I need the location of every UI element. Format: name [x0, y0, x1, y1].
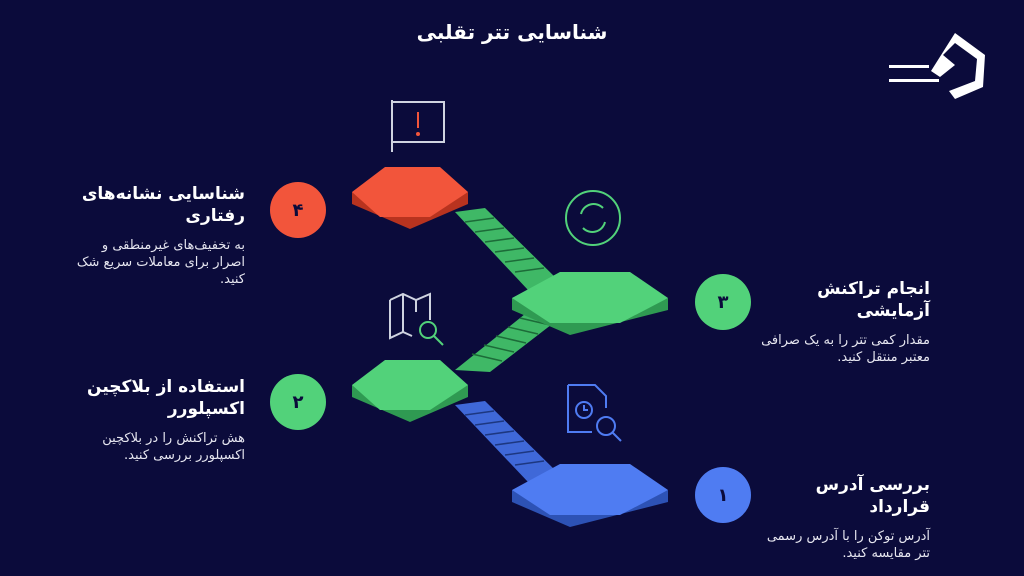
step-3-desc: مقدار کمی تتر را به یک صرافی معتبر منتقل…	[761, 333, 930, 365]
step-1-title: بررسی آدرس قرارداد	[815, 475, 930, 517]
platform-4	[352, 167, 468, 229]
step-2-text: استفاده از بلاکچین اکسپلورر هش تراکنش را…	[70, 376, 245, 464]
platform-2	[352, 360, 468, 422]
step-2-number: ۲	[270, 374, 326, 430]
map-search-icon	[389, 292, 444, 346]
page-title: شناسایی تتر تقلبی	[416, 20, 608, 44]
circular-arrows-icon	[565, 190, 621, 246]
step-1-number: ۱	[695, 467, 751, 523]
step-1-desc: آدرس توکن را با آدرس رسمی تتر مقایسه کنی…	[766, 529, 930, 561]
step-4-text: شناسایی نشانه‌های رفتاری به تخفیف‌های غی…	[70, 183, 245, 288]
warning-flag-icon	[391, 100, 445, 152]
step-4-title: شناسایی نشانه‌های رفتاری	[81, 184, 245, 226]
step-4-desc: به تخفیف‌های غیرمنطقی و اصرار برای معامل…	[76, 238, 245, 287]
step-3-title: انجام تراکنش آزمایشی	[817, 279, 930, 321]
step-4-number: ۴	[270, 182, 326, 238]
step-3-text: انجام تراکنش آزمایشی مقدار کمی تتر را به…	[760, 278, 930, 366]
platform-1	[512, 464, 668, 527]
step-3-number: ۳	[695, 274, 751, 330]
stairs-4-3	[455, 208, 560, 290]
stairs-2-1	[455, 401, 560, 482]
document-clock-search-icon	[567, 384, 622, 442]
step-2-title: استفاده از بلاکچین اکسپلورر	[87, 377, 245, 419]
logo	[889, 33, 985, 99]
step-2-desc: هش تراکنش را در بلاکچین اکسپلورر بررسی ک…	[102, 431, 245, 463]
step-1-text: بررسی آدرس قرارداد آدرس توکن را با آدرس …	[760, 474, 930, 562]
platform-3	[512, 272, 668, 335]
